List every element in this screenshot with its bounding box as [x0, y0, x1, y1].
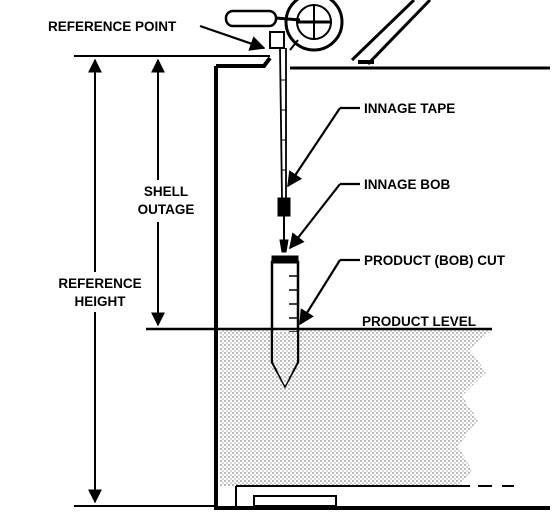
label-reference: REFERENCE: [58, 276, 141, 291]
label-product-bob-cut: PRODUCT (BOB) CUT: [364, 253, 506, 268]
label-outage: OUTAGE: [138, 202, 195, 217]
label-height: HEIGHT: [74, 294, 126, 309]
callout-leaders: [199, 24, 360, 326]
innage-tape: [279, 47, 287, 201]
product-liquid: [220, 330, 492, 486]
label-innage-bob: INNAGE BOB: [364, 177, 451, 192]
label-innage-tape: INNAGE TAPE: [364, 101, 455, 116]
label-product-level: PRODUCT LEVEL: [362, 314, 476, 329]
tank-shell: [214, 56, 550, 510]
label-shell: SHELL: [144, 184, 188, 199]
reference-height-dimension: [74, 55, 270, 507]
gauge-hatch: [350, 0, 432, 66]
plumb-bob-icon: [270, 197, 300, 389]
tape-reel-icon: [224, 0, 344, 52]
tank-bottom: [235, 485, 514, 508]
label-reference-point: REFERENCE POINT: [48, 19, 177, 34]
